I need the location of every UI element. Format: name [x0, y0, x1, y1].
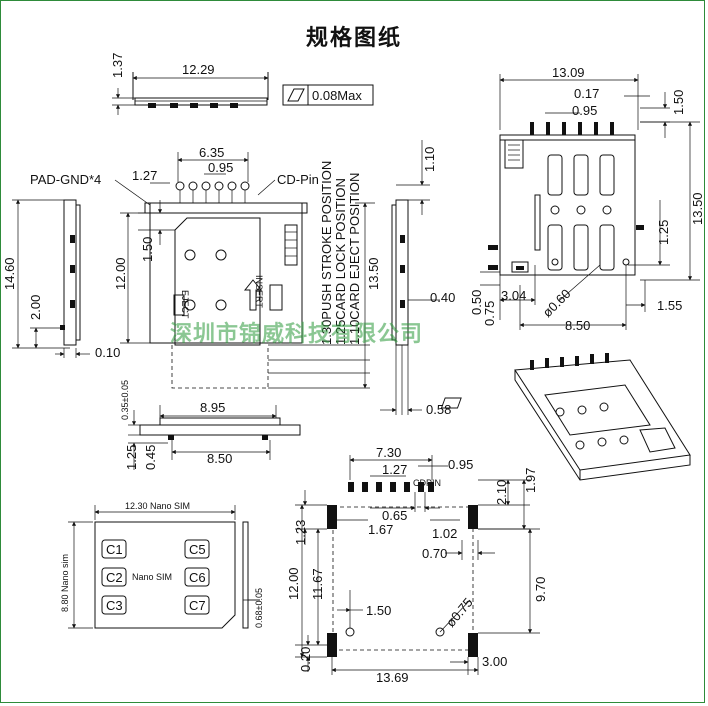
contact-c1: C1 [106, 542, 123, 557]
bottom-side-view: 8.95 8.50 0.35±0.05 1.25 0.45 [120, 380, 301, 470]
pcb-footprint: CDPIN 7.30 1.27 0.95 2.10 1.97 0.65 [286, 445, 548, 685]
dim-height-1460: 14.60 [2, 257, 17, 290]
dim-width-1309: 13.09 [552, 65, 585, 80]
dim-050: 0.50 [469, 290, 484, 315]
eject-text: EJECT [180, 290, 190, 319]
dim-065: 0.65 [382, 508, 407, 523]
dim-095-fp: 0.95 [448, 457, 473, 472]
dim-height-200: 2.00 [28, 295, 43, 320]
dim-017: 0.17 [574, 86, 599, 101]
dim-102: 1.02 [432, 526, 457, 541]
dim-height-150: 1.50 [140, 237, 155, 262]
dim-035: 0.35±0.05 [120, 380, 130, 420]
dim-167: 1.67 [368, 522, 393, 537]
dim-197: 1.97 [523, 468, 538, 493]
flatness-label: 0.08Max [312, 88, 362, 103]
front-view: EJECT INSERT 6.35 [30, 145, 319, 389]
dim-125-right: 1.25 [656, 220, 671, 245]
dim-075: 0.75 [482, 301, 497, 326]
right-side-view: 1.10 0.40 0.58 [380, 140, 455, 417]
dim-095: 0.95 [572, 103, 597, 118]
drawing-title: 规格图纸 [305, 26, 402, 51]
dim-058: 0.58 [426, 402, 451, 417]
dim-width-895: 8.95 [200, 400, 225, 415]
dim-1350: 13.50 [690, 192, 705, 225]
nano-sim-card: 12.30 Nano SIM 8.80 Nano sim Nano SIM C1… [60, 501, 264, 629]
dim-d060: ø0.60 [540, 286, 574, 320]
dim-123: 1.23 [293, 520, 308, 545]
contact-c7: C7 [189, 598, 206, 613]
card-lock-label: 1.25CARD LOCK POSITION [333, 178, 348, 345]
push-stroke-label: 1.30PUSH STROKE POSITION [319, 161, 334, 345]
left-side-view: 14.60 2.00 0.10 [2, 199, 120, 360]
contact-c2: C2 [106, 570, 123, 585]
side-view-top: 12.29 1.37 0.08Max [110, 53, 374, 115]
isometric-view [440, 353, 691, 481]
dim-1167: 11.67 [310, 568, 325, 600]
nano-sim-center-text: Nano SIM [132, 572, 172, 582]
dim-730: 7.30 [376, 445, 401, 460]
cd-pin-label: CD-Pin [277, 172, 319, 187]
dim-height-1350: 13.50 [366, 257, 381, 290]
dim-040: 0.40 [430, 290, 455, 305]
watermark-text: 深圳市锦威科技有限公司 [170, 322, 424, 347]
dim-304: 3.04 [501, 288, 526, 303]
dim-pitch-635: 6.35 [199, 145, 224, 160]
pad-gnd-label: PAD-GND*4 [30, 172, 101, 187]
contact-c5: C5 [189, 542, 206, 557]
dim-d075: ø0.75 [443, 595, 476, 630]
dim-width-1229: 12.29 [182, 62, 215, 77]
dim-125: 1.25 [124, 445, 139, 470]
dim-pitch-127: 1.27 [132, 168, 157, 183]
dim-pitch-095: 0.95 [208, 160, 233, 175]
nano-sim-side-label: 8.80 Nano sim [60, 554, 70, 612]
dim-height-137: 1.37 [110, 53, 125, 78]
dim-1369: 13.69 [376, 670, 409, 685]
insert-text: INSERT [254, 275, 264, 308]
dim-970: 9.70 [533, 577, 548, 602]
dim-150: 1.50 [671, 90, 686, 115]
dim-127-fp: 1.27 [382, 462, 407, 477]
dim-height-110: 1.10 [422, 147, 437, 172]
dim-045: 0.45 [143, 445, 158, 470]
dim-150-fp: 1.50 [366, 603, 391, 618]
contact-c6: C6 [189, 570, 206, 585]
dim-020: 0.20 [298, 647, 313, 672]
dim-070: 0.70 [422, 546, 447, 561]
dim-300: 3.00 [482, 654, 507, 669]
card-eject-label: 1.10CARD EJECT POSITION [347, 173, 362, 345]
top-right-view: 13.09 0.17 0.95 1.50 13.50 1.25 0.50 0.7… [469, 65, 705, 333]
dim-1200-fp: 12.00 [286, 567, 301, 600]
nano-sim-top-label: 12.30 Nano SIM [125, 501, 190, 511]
dim-height-1200: 12.00 [113, 257, 128, 290]
dim-155: 1.55 [657, 298, 682, 313]
dim-850: 8.50 [565, 318, 590, 333]
position-labels: 1.30PUSH STROKE POSITION 1.25CARD LOCK P… [268, 161, 381, 389]
contact-c3: C3 [106, 598, 123, 613]
dim-210: 2.10 [494, 480, 509, 505]
dim-offset-010: 0.10 [95, 345, 120, 360]
cdpin-label: CDPIN [413, 478, 441, 488]
dim-width-850: 8.50 [207, 451, 232, 466]
nano-sim-thickness: 0.68±0.05 [254, 588, 264, 628]
